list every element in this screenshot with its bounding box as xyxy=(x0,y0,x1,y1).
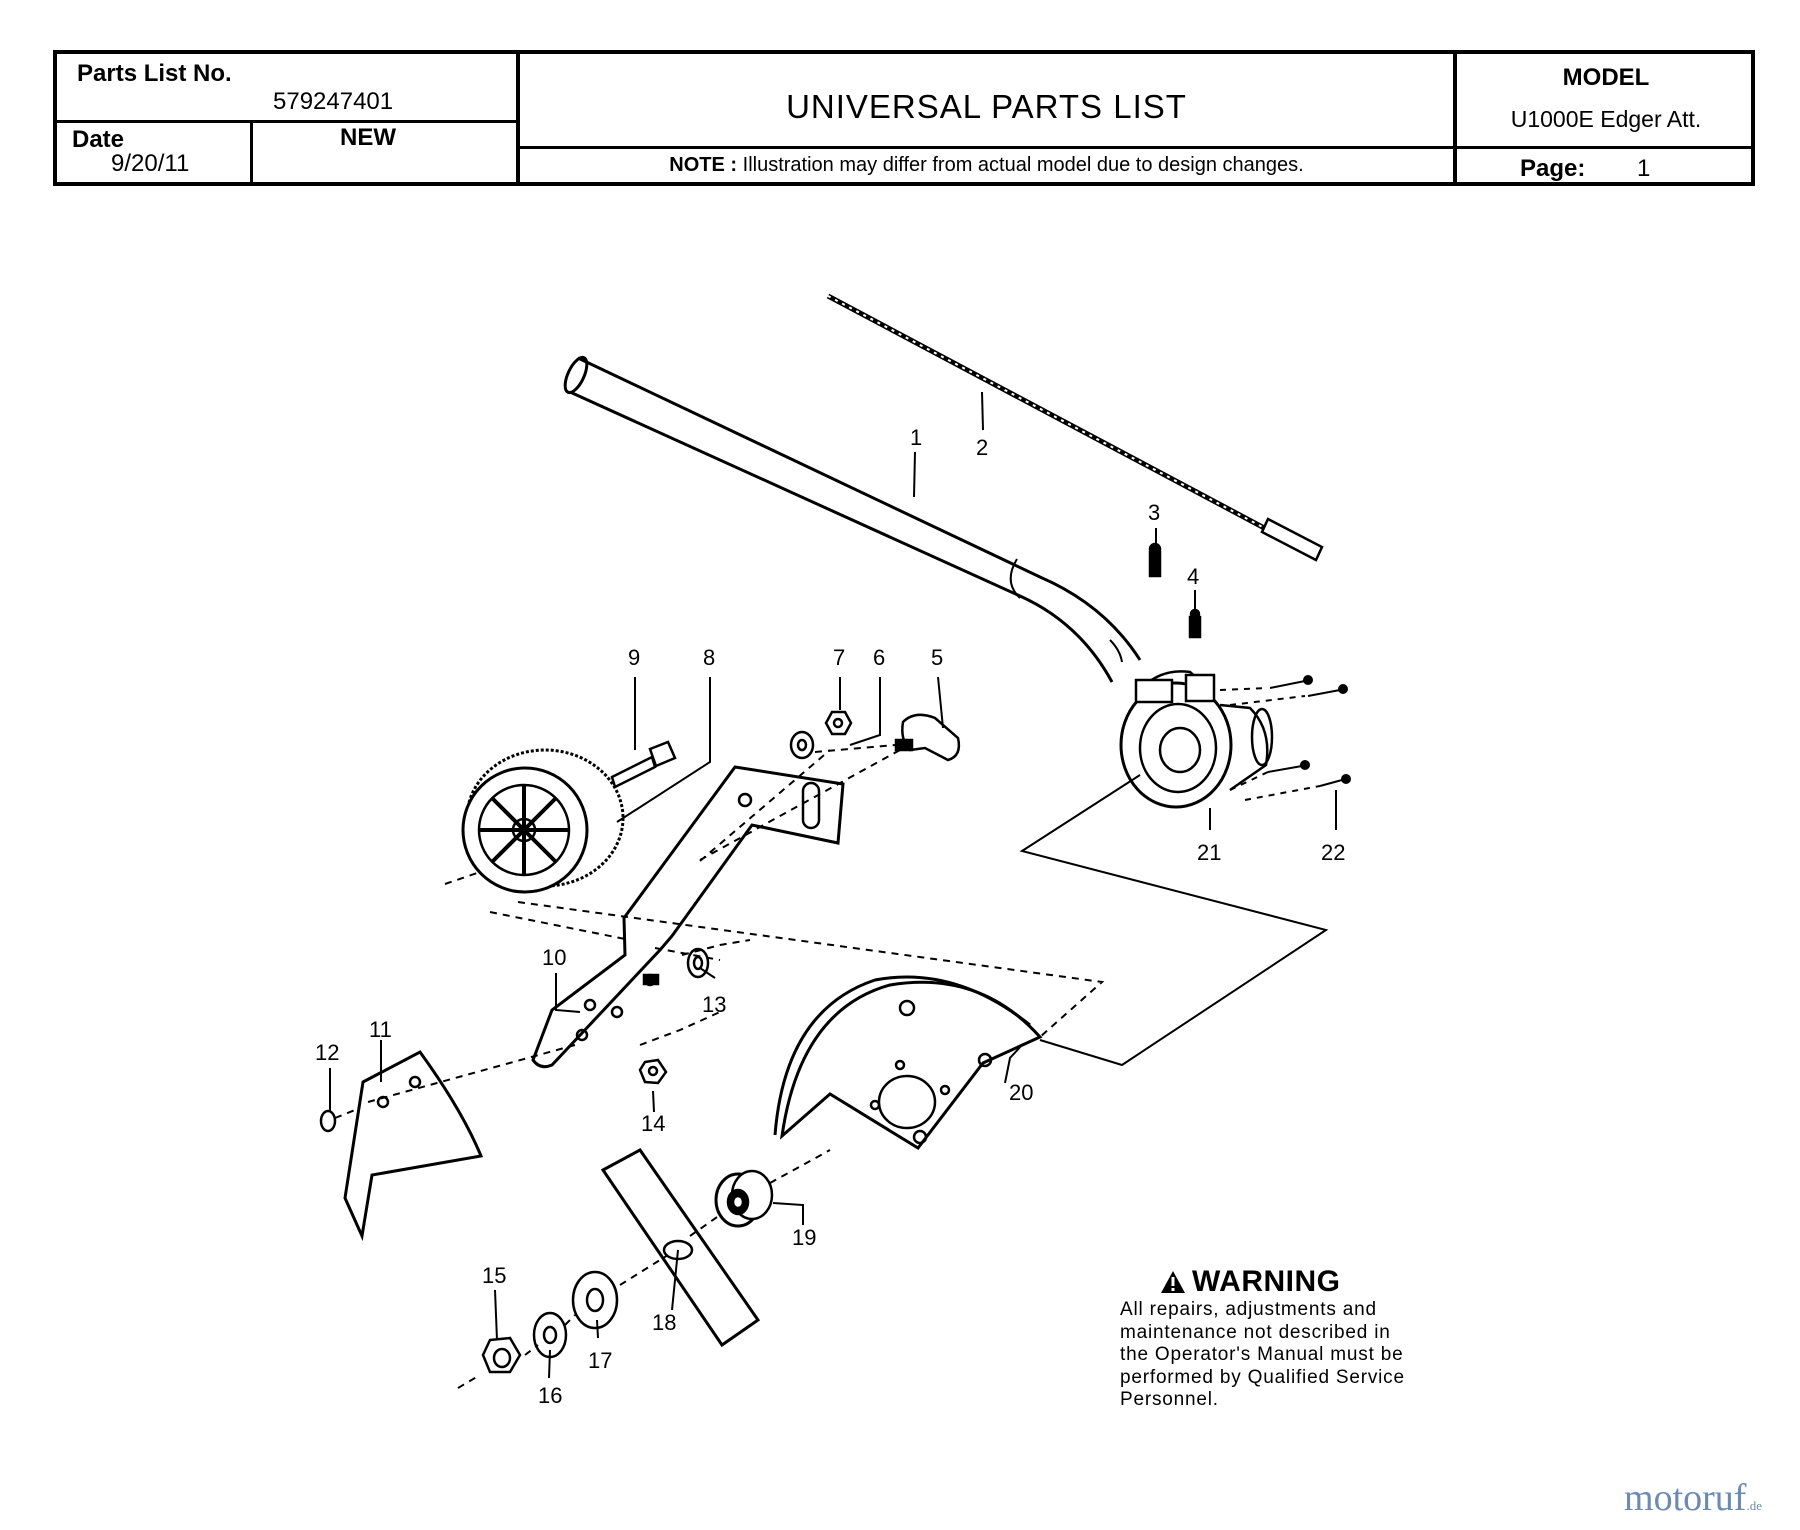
part-shaft-tube xyxy=(563,355,1142,683)
callout-11: 11 xyxy=(369,1017,392,1042)
callout-3: 3 xyxy=(1148,500,1160,525)
warning-notice: WARNING All repairs, adjustments and mai… xyxy=(1120,1265,1480,1412)
leader-lines xyxy=(329,391,1337,1379)
callout-7: 7 xyxy=(833,645,845,670)
page-label: Page: xyxy=(1520,155,1586,182)
part-gearbox-housing xyxy=(1119,670,1274,809)
callout-18: 18 xyxy=(652,1310,676,1335)
callout-17: 17 xyxy=(588,1348,612,1373)
note-line: NOTE : Illustration may differ from actu… xyxy=(520,154,1453,177)
part-bolt xyxy=(610,740,677,789)
note-label: NOTE : xyxy=(669,154,738,176)
header-table: Parts List No. 579247401 Date 9/20/11 NE… xyxy=(53,50,1755,186)
page-title: UNIVERSAL PARTS LIST xyxy=(786,88,1187,125)
callout-4: 4 xyxy=(1187,564,1199,589)
parts-list-number: 579247401 xyxy=(273,88,394,115)
date-value: 9/20/11 xyxy=(111,150,190,177)
warning-title: WARNING xyxy=(1192,1265,1341,1298)
watermark-logo: motoruf.de xyxy=(1624,1476,1762,1520)
parts-list-label: Parts List No. xyxy=(77,60,232,87)
callout-20: 20 xyxy=(1009,1080,1033,1105)
page-number: 1 xyxy=(1637,155,1651,182)
part-deflector xyxy=(319,1044,576,1242)
callout-10: 10 xyxy=(542,945,566,970)
model-label: MODEL xyxy=(1562,64,1650,91)
callout-1: 1 xyxy=(910,425,922,450)
part-wheel xyxy=(461,748,625,894)
callout-2: 2 xyxy=(976,435,988,460)
callout-19: 19 xyxy=(792,1225,816,1250)
callout-14: 14 xyxy=(641,1111,665,1136)
part-spacer-nut xyxy=(638,947,710,1085)
callout-5: 5 xyxy=(931,645,943,670)
callout-8: 8 xyxy=(703,645,715,670)
callout-6: 6 xyxy=(873,645,885,670)
callout-16: 16 xyxy=(538,1383,562,1408)
callout-21: 21 xyxy=(1197,840,1221,865)
part-gearbox-screws xyxy=(1219,675,1351,801)
callout-15: 15 xyxy=(482,1263,506,1288)
part-screws xyxy=(1148,542,1202,639)
warning-text: All repairs, adjustments and maintenance… xyxy=(1120,1299,1405,1410)
part-guard xyxy=(773,975,1043,1150)
callout-9: 9 xyxy=(628,645,640,670)
date-label: Date xyxy=(72,126,125,153)
watermark-main: motoruf xyxy=(1624,1477,1747,1519)
part-bracket xyxy=(531,765,845,1069)
model-value: U1000E Edger Att. xyxy=(1510,106,1702,132)
status-label: NEW xyxy=(340,124,396,151)
part-drive-cable xyxy=(826,293,1324,562)
part-knob xyxy=(894,713,961,762)
callout-12: 12 xyxy=(315,1040,339,1065)
note-text: Illustration may differ from actual mode… xyxy=(742,154,1304,176)
watermark-suffix: .de xyxy=(1746,1498,1762,1513)
callout-13: 13 xyxy=(702,992,726,1017)
warning-triangle-icon xyxy=(1161,1271,1185,1293)
part-adapter xyxy=(714,1169,774,1228)
callout-22: 22 xyxy=(1321,840,1345,865)
